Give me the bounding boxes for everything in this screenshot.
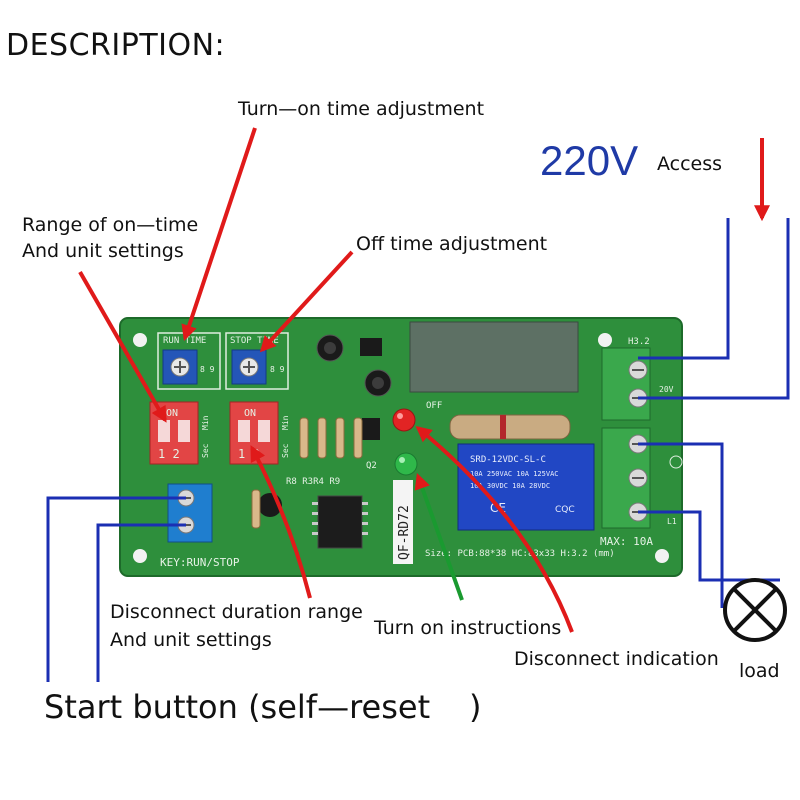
resistor-group bbox=[251, 417, 363, 529]
model-label-box bbox=[393, 480, 413, 564]
mount-hole bbox=[655, 549, 669, 563]
arrow-turn-on-adj bbox=[181, 127, 257, 342]
power-terminal-block bbox=[601, 347, 651, 421]
label-disconnect-range-line1: Disconnect duration range bbox=[110, 601, 363, 623]
label-off-time-adjustment: Off time adjustment bbox=[356, 233, 548, 255]
wire-key-1 bbox=[46, 496, 186, 682]
annotation-arrows bbox=[78, 127, 770, 633]
label-turn-on-instructions: Turn on instructions bbox=[374, 617, 562, 639]
lamp-symbol-small bbox=[669, 455, 683, 469]
silk-sec-1: Sec bbox=[201, 443, 210, 458]
wire-power-1 bbox=[638, 218, 730, 360]
silk-off: OFF bbox=[426, 401, 442, 411]
arrow-turn-on-ind bbox=[414, 472, 464, 601]
page-title: DESCRIPTION: bbox=[6, 28, 226, 63]
label-disconnect-indication: Disconnect indication bbox=[514, 648, 719, 670]
dip-run-on: ON bbox=[166, 408, 178, 419]
wiring bbox=[46, 218, 790, 682]
power-resistor bbox=[449, 414, 571, 440]
label-access: Access bbox=[657, 153, 723, 175]
label-load: load bbox=[739, 660, 780, 682]
silk-resistor-labels: R8 R3R4 R9 bbox=[286, 477, 340, 487]
mount-hole bbox=[133, 549, 147, 563]
arrow-disconnect-ind bbox=[415, 425, 574, 633]
arrow-off-adj bbox=[259, 250, 354, 353]
silk-min-2: Min bbox=[281, 415, 290, 430]
disconnect-led bbox=[392, 408, 416, 432]
model-label: QF-RD72 bbox=[397, 505, 412, 560]
load-lamp bbox=[723, 578, 787, 642]
label-voltage: 220V bbox=[540, 137, 639, 184]
arrow-range-on bbox=[78, 271, 167, 423]
dip-stop-on: ON bbox=[244, 408, 256, 419]
wire-load-2 bbox=[638, 510, 780, 582]
label-turn-on-time-adjustment: Turn—on time adjustment bbox=[238, 98, 485, 120]
mount-hole bbox=[133, 333, 147, 347]
relay-rating-2: 10A 30VDC 10A 28VDC bbox=[470, 482, 550, 490]
dip-run-numbers: 1 2 bbox=[158, 447, 180, 461]
silk-stop-time-box bbox=[225, 332, 289, 390]
label-disconnect-range-line2: And unit settings bbox=[110, 629, 272, 651]
silk-min-1: Min bbox=[201, 415, 210, 430]
ic-chip bbox=[317, 495, 363, 549]
pot-marks-2: 8 9 bbox=[270, 365, 285, 374]
mount-hole bbox=[598, 333, 612, 347]
label-range-on-line1: Range of on—time bbox=[22, 214, 199, 236]
silk-key: KEY:RUN/STOP bbox=[160, 556, 240, 569]
silk-stop-time: STOP TIME bbox=[230, 336, 279, 346]
pot-marks-1: 8 9 bbox=[200, 365, 215, 374]
silk-20v: 20V bbox=[659, 385, 674, 394]
run-time-pot[interactable] bbox=[162, 349, 198, 385]
arrow-disconnect-range bbox=[250, 445, 312, 599]
transistor bbox=[360, 338, 382, 356]
label-range-on-line2: And unit settings bbox=[22, 240, 184, 262]
silk-h32: H3.2 bbox=[628, 337, 650, 347]
wire-load-1 bbox=[638, 442, 724, 608]
relay-rating-1: 10A 250VAC 10A 125VAC bbox=[470, 470, 559, 478]
silk-sec-2: Sec bbox=[281, 443, 290, 458]
label-start-button-close: ) bbox=[469, 688, 482, 726]
transistor bbox=[362, 418, 380, 440]
transformer bbox=[409, 321, 579, 393]
silk-size: Size: PCB:88*38 HC:83x33 H:3.2 (mm) bbox=[425, 549, 615, 559]
relay-model: SRD-12VDC-SL-C bbox=[470, 455, 546, 465]
wire-key-2 bbox=[96, 523, 186, 682]
silk-max: MAX: 10A bbox=[600, 535, 653, 548]
wire-power-2 bbox=[638, 218, 790, 400]
label-range-on-time: Range of on—time And unit settings bbox=[22, 212, 198, 264]
turn-on-led bbox=[394, 452, 418, 476]
silk-q2: Q2 bbox=[366, 461, 377, 471]
silk-l1: L1 bbox=[667, 517, 677, 526]
relay-cqc: CQC bbox=[555, 505, 575, 515]
label-start-button: Start button (self—reset bbox=[44, 688, 431, 726]
label-disconnect-duration-range: Disconnect duration range And unit setti… bbox=[110, 598, 363, 654]
